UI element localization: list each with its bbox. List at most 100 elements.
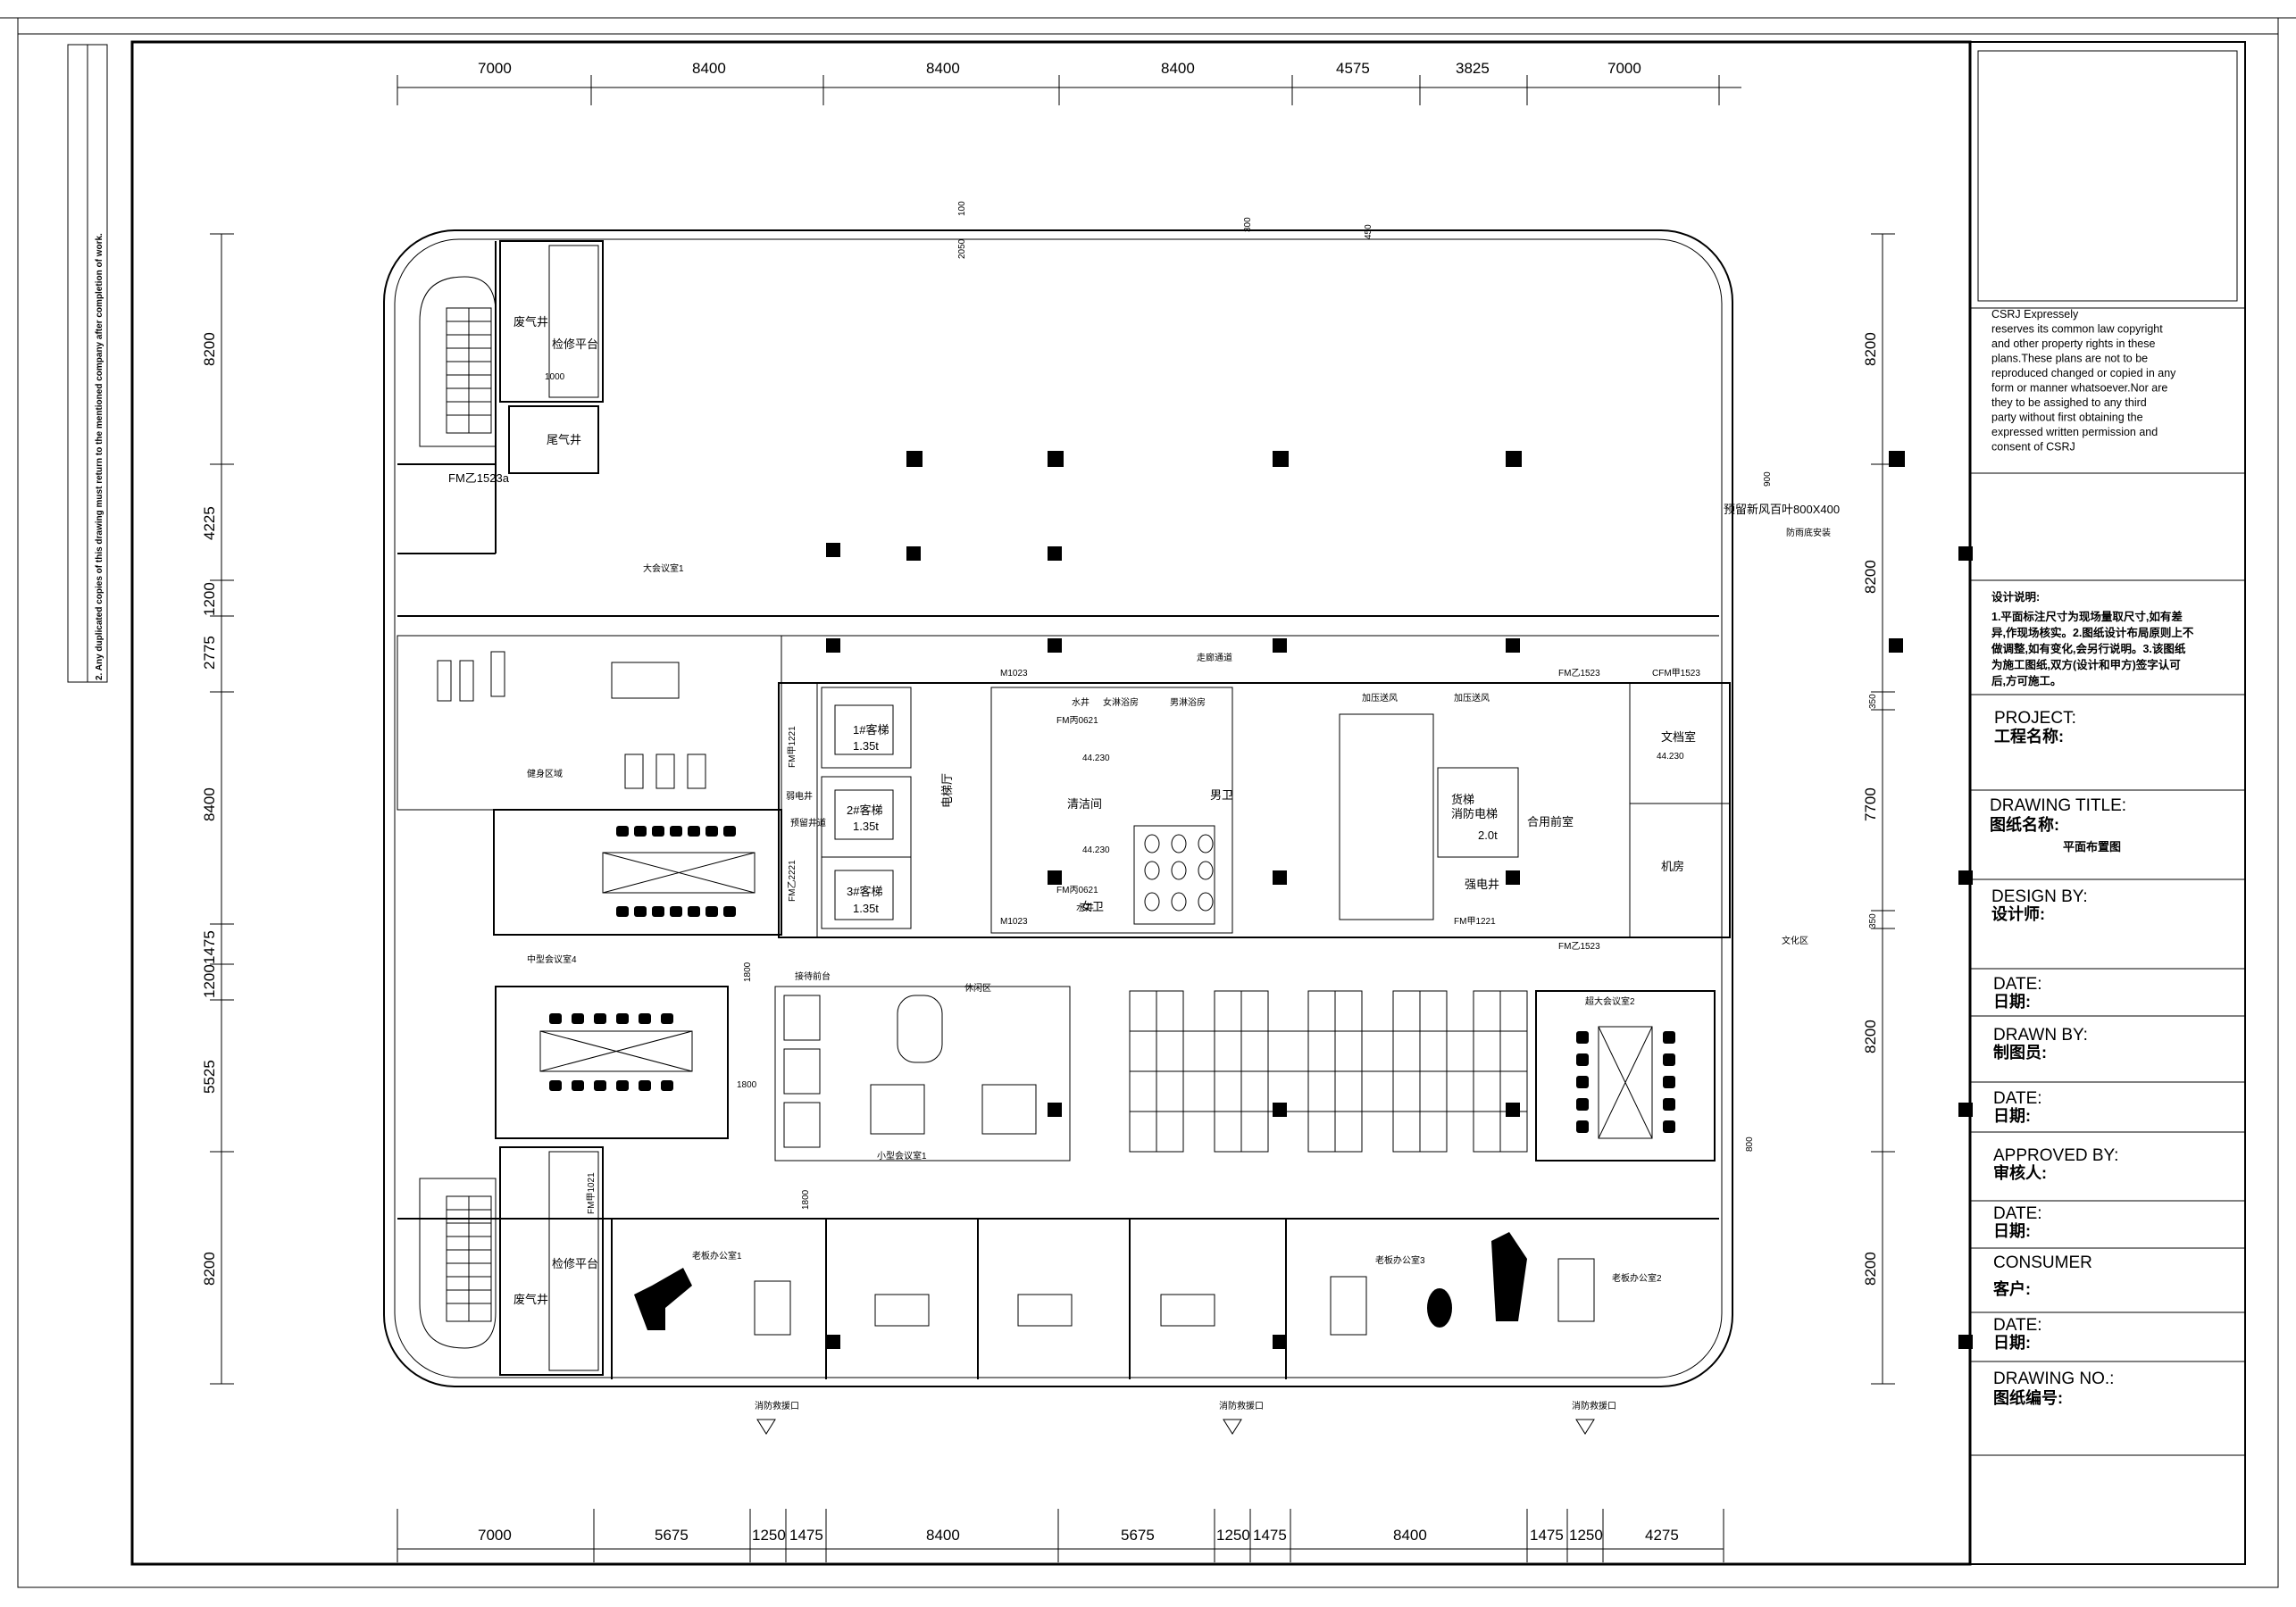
label-strong-shaft: 强电井	[1465, 878, 1499, 891]
dim-bottom-1: 7000	[478, 1527, 512, 1544]
label-level-a: 44.230	[1082, 754, 1110, 763]
large-meeting-table	[1598, 1026, 1653, 1139]
toilet-fixtures	[1133, 825, 1215, 925]
date-cn-3: 日期:	[1993, 1222, 2031, 1240]
dim-left-1: 8200	[201, 332, 218, 366]
dim-bottom-12: 4275	[1645, 1527, 1679, 1544]
label-cfm1523: CFM甲1523	[1652, 669, 1700, 679]
design-by-cn: 设计师:	[1991, 904, 2045, 923]
text-line: form or manner whatsoever.Nor are	[1991, 382, 2167, 395]
label-level-b: 44.230	[1082, 845, 1110, 855]
bottom-dimension-chain: 7000 5675 1250 1475 8400 5675 1250 1475 …	[397, 1509, 1724, 1562]
dim-bottom-11: 1250	[1569, 1527, 1603, 1544]
meeting-room-left-2	[495, 986, 729, 1139]
drawing-title-cn: 图纸名称:	[1990, 815, 2059, 834]
dim-left-4: 2775	[201, 636, 218, 670]
building-inner-wall	[394, 238, 1723, 1378]
text-line: 做调整,如有变化,会另行说明。3.该图纸	[1991, 642, 2186, 655]
right-dimension-chain: 8200 8200 350 7700 350 8200 8200	[1862, 233, 1895, 1385]
dim-top-3: 8400	[926, 60, 960, 77]
label-water-shaft-a: 水井	[1072, 696, 1090, 708]
toilet-block	[990, 687, 1233, 934]
label-fire-elevator: 货梯消防电梯	[1451, 793, 1498, 820]
medium-meeting-room	[493, 809, 782, 936]
drawn-by-cn: 制图员:	[1993, 1044, 2047, 1062]
dim-misc-1000: 1000	[545, 372, 565, 382]
label-office-1: 老板办公室1	[692, 1250, 742, 1261]
dim-bottom-2: 5675	[655, 1527, 689, 1544]
date-cn-2: 日期:	[1993, 1107, 2031, 1125]
dim-top-5: 4575	[1336, 60, 1370, 77]
dim-right-7: 8200	[1862, 1252, 1879, 1286]
dim-misc-900: 900	[1763, 471, 1773, 487]
dim-top-6: 3825	[1456, 60, 1490, 77]
dim-top-4: 8400	[1161, 60, 1195, 77]
label-fire-load: 2.0t	[1478, 828, 1498, 842]
text-line: reserves its common law copyright	[1991, 323, 2163, 336]
label-smoke-exit-3: 消防救援口	[1572, 1400, 1616, 1411]
workstation-grid	[1129, 990, 1528, 1153]
dim-left-5: 8400	[201, 787, 218, 821]
label-machine-room: 机房	[1661, 860, 1684, 873]
date-cn-1: 日期:	[1993, 993, 2031, 1011]
dim-bottom-10: 1475	[1530, 1527, 1564, 1544]
text-line: 1.平面标注尺寸为现场量取尺寸,如有差	[1991, 610, 2183, 623]
fitness-room	[397, 635, 782, 811]
dim-top-7: 7000	[1607, 60, 1641, 77]
marker-exit-2	[1223, 1419, 1242, 1435]
label-reserved-shaft: 预留井道	[790, 817, 826, 828]
date-label-3: DATE:	[1993, 1204, 2042, 1223]
approved-by-cn: 审核人:	[1993, 1163, 2047, 1182]
stair-north-west	[419, 276, 497, 447]
label-elevator-1: 1#客梯	[853, 723, 889, 737]
date-label-1: DATE:	[1993, 975, 2042, 994]
bottom-office-row	[611, 1219, 1287, 1379]
text-line: 后,方可施工。	[1991, 674, 2061, 687]
text-line: 异,作现场核实。2.图纸设计布局原则上不	[1991, 626, 2194, 639]
label-shared-front: 合用前室	[1527, 815, 1574, 828]
label-archive: 文档室	[1661, 730, 1696, 744]
date-label-2: DATE:	[1993, 1089, 2042, 1108]
consumer-cn: 客户:	[1993, 1279, 2031, 1298]
text-line: CSRJ Expressely	[1991, 308, 2079, 321]
dim-misc-300: 300	[1243, 217, 1253, 232]
dim-bottom-4: 1475	[789, 1527, 823, 1544]
text-line: they to be assighed to any third	[1991, 396, 2147, 409]
building-outer-wall	[383, 229, 1733, 1387]
label-exhaust-shaft-bottom: 废气井	[513, 1293, 548, 1306]
label-fmb0621-b: FM丙0621	[1056, 886, 1098, 895]
design-notes-body: 1.平面标注尺寸为现场量取尺寸,如有差异,作现场核实。2.图纸设计布局原则上不做…	[1991, 610, 2194, 687]
title-block-copyright: CSRJ Expressely reserves its common law c…	[1991, 308, 2176, 454]
consumer-label: CONSUMER	[1993, 1253, 2092, 1272]
label-tail-gas-shaft: 尾气井	[547, 433, 581, 446]
label-smoke-exit-1: 消防救援口	[755, 1400, 799, 1411]
dim-left-8: 5525	[201, 1060, 218, 1094]
date-label-4: DATE:	[1993, 1316, 2042, 1335]
stair-south-west	[419, 1178, 497, 1349]
elevator-bank	[821, 687, 912, 929]
meeting-chairs-left-2	[549, 1013, 673, 1091]
dim-left-3: 1200	[201, 582, 218, 616]
dim-right-2: 8200	[1862, 560, 1879, 594]
label-corridor: 走廊通道	[1197, 652, 1232, 663]
label-fmb1221: FM甲1221	[1454, 917, 1496, 927]
label-water-shaft-b: 水井	[1076, 902, 1094, 913]
text-line: 货梯	[1451, 793, 1474, 806]
text-line: 消防电梯	[1451, 807, 1498, 820]
label-m1023-b: M1023	[1000, 917, 1028, 927]
text-line: consent of CSRJ	[1991, 441, 2075, 454]
label-fm1523-b: FM乙1523	[1558, 941, 1600, 952]
text-line: 为施工图纸,双方(设计和甲方)签字认可	[1991, 658, 2181, 671]
label-fm-bottom: FM甲1021	[587, 1172, 597, 1214]
label-inspection-platform-bottom: 检修平台	[552, 1257, 598, 1270]
shaft-hatch-bottom	[548, 1151, 599, 1371]
label-elevator-1-load: 1.35t	[853, 739, 879, 753]
label-rest-area: 休闲区	[964, 982, 991, 994]
project-cn: 工程名称:	[1994, 727, 2064, 745]
dim-right-3: 350	[1868, 694, 1878, 709]
title-block	[1969, 41, 2246, 1565]
shaft-hatch-top	[548, 245, 599, 398]
label-office-area: 文化区	[1782, 935, 1808, 946]
drawing-no-cn: 图纸编号:	[1993, 1388, 2063, 1407]
